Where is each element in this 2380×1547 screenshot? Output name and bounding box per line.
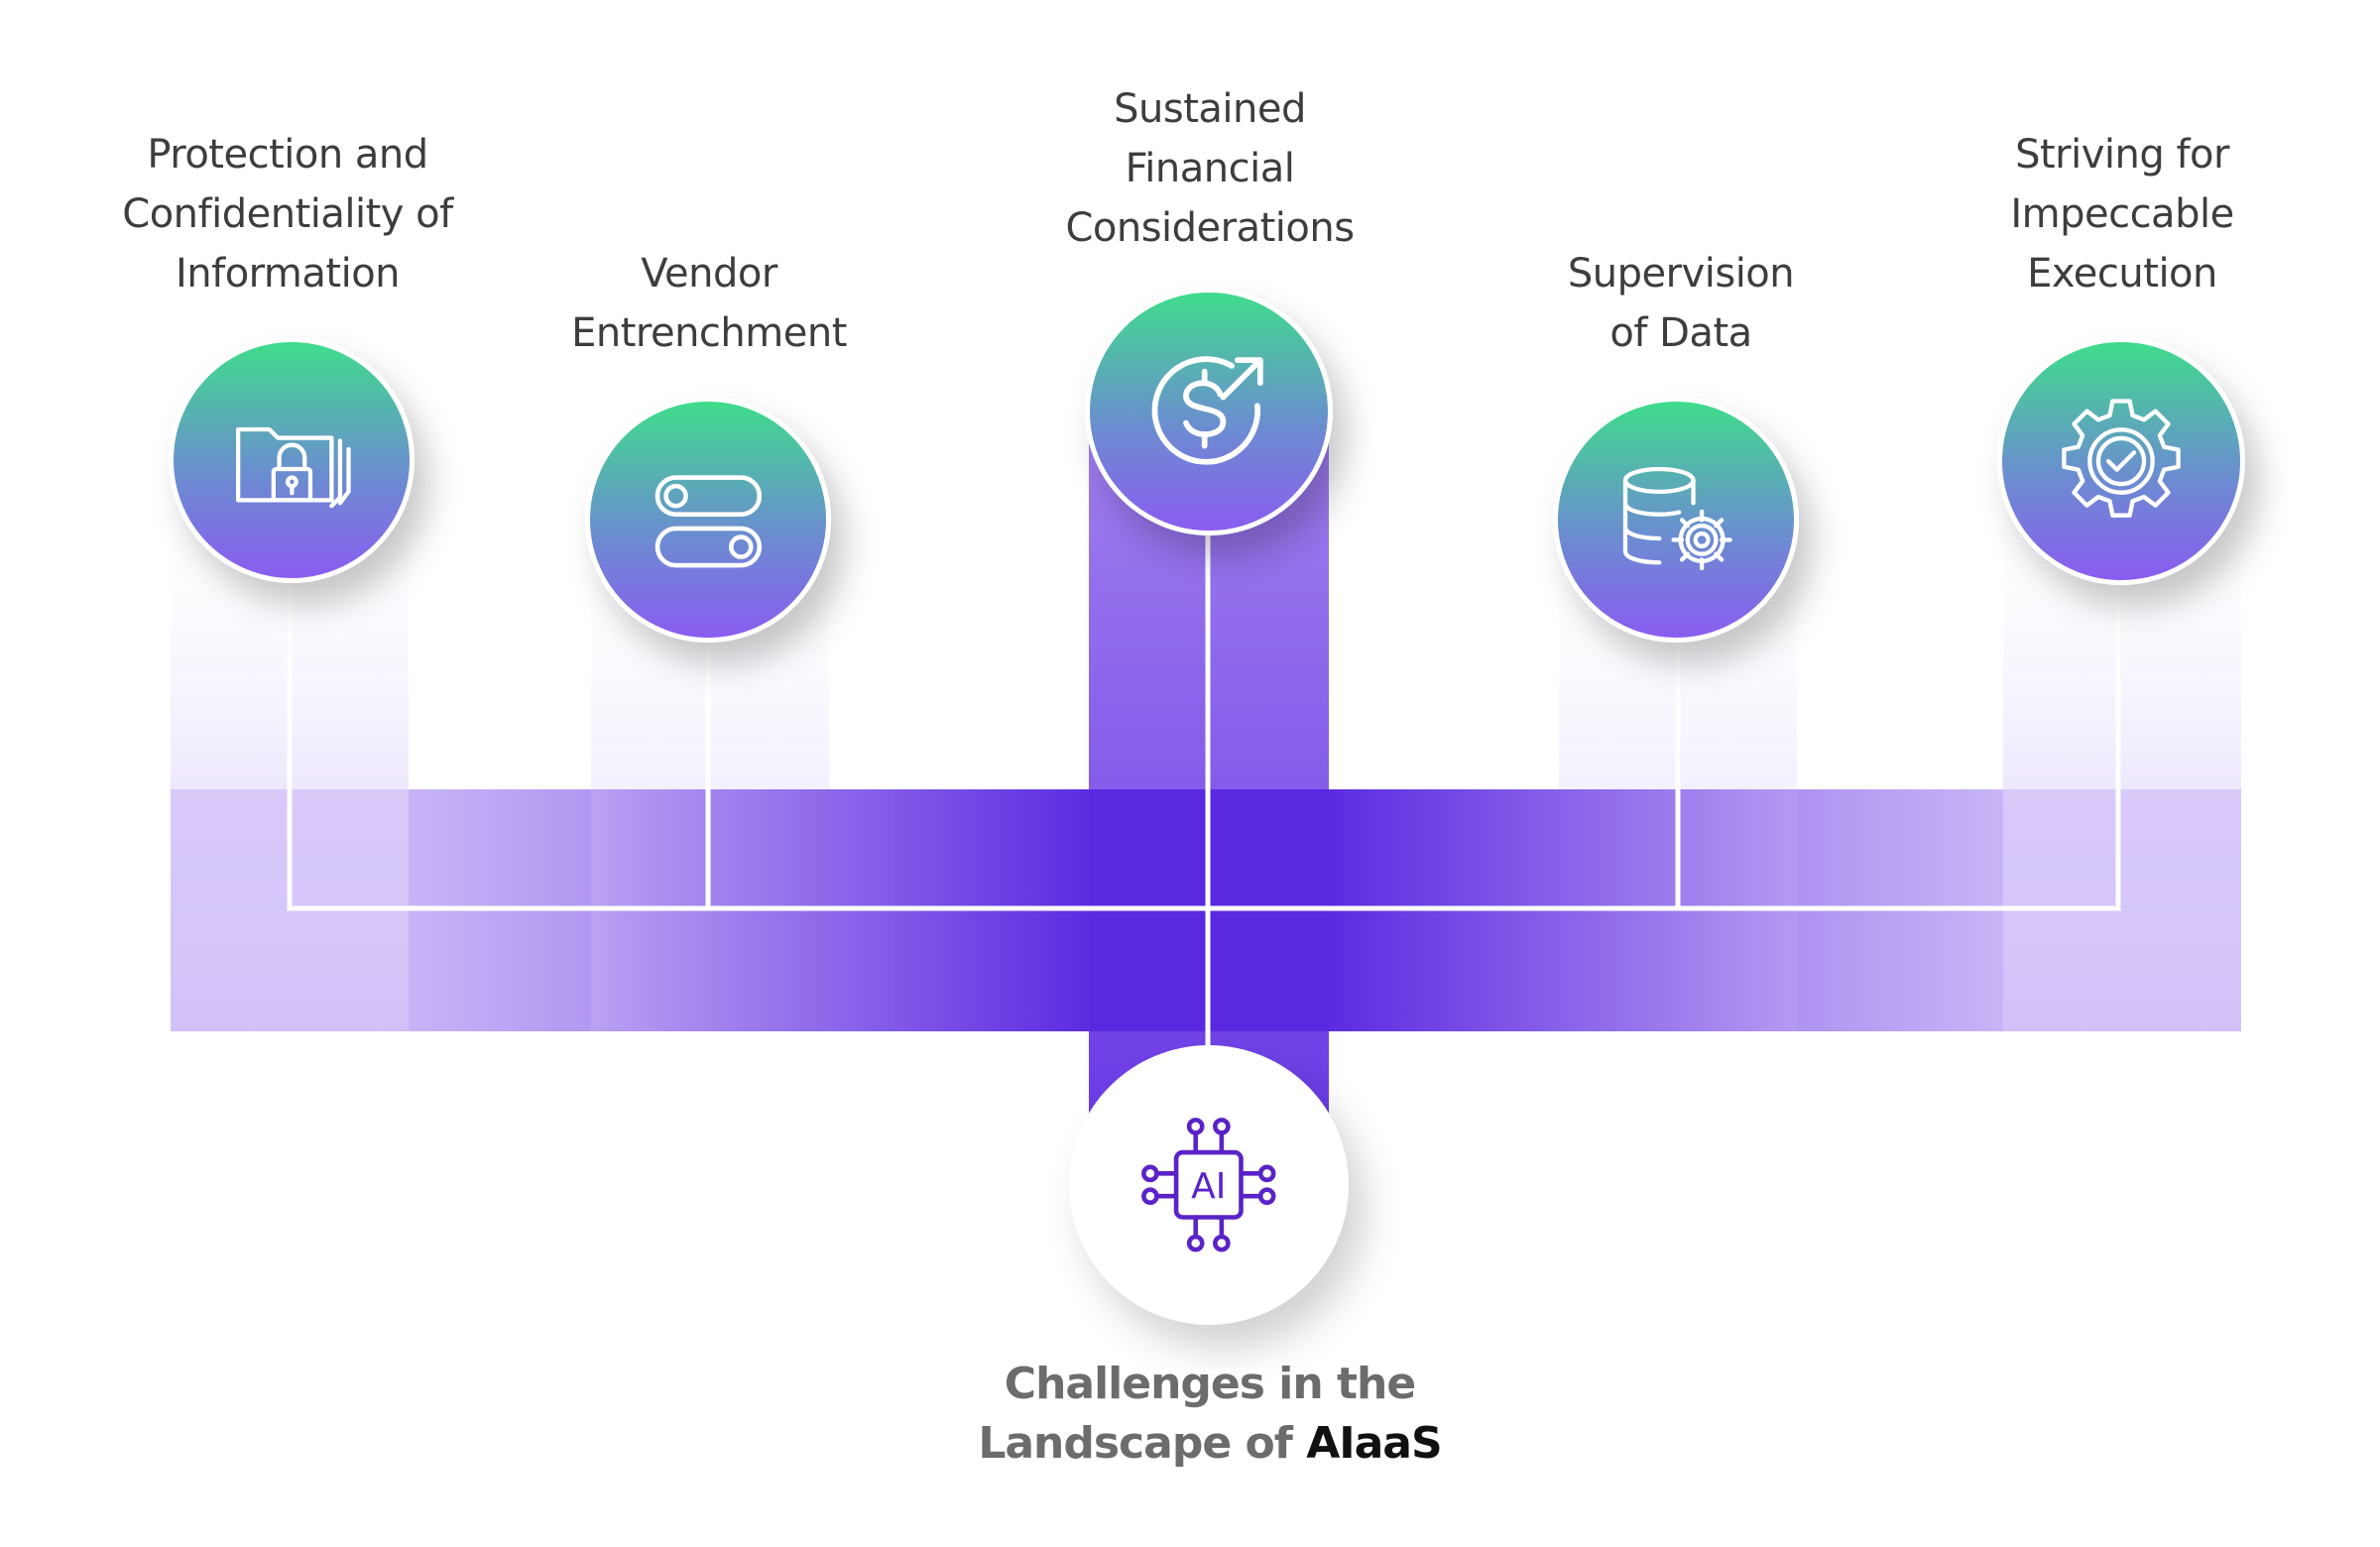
center-title-line1: Challenges in the [1004, 1359, 1416, 1409]
label-line: of Data [1609, 310, 1752, 356]
gear-check-icon [2062, 399, 2181, 518]
label-line: Protection and [147, 132, 428, 178]
center-title-line2: Landscape of AIaaS [912, 1414, 1507, 1474]
label-line: Striving for [2015, 132, 2229, 178]
ai-chip-text: AI [1191, 1166, 1226, 1207]
label-line: Confidentiality of [122, 191, 453, 237]
label-protection: Protection and Confidentiality of Inform… [89, 125, 486, 303]
label-line: Sustained [1114, 86, 1306, 132]
center-title-highlight: AIaaS [1306, 1418, 1442, 1469]
node-financial [1085, 288, 1333, 536]
label-line: Information [175, 251, 401, 297]
node-vendor [585, 397, 831, 643]
center-title: Challenges in the Landscape of AIaaS [912, 1355, 1507, 1474]
center-node: AI [1069, 1045, 1349, 1325]
label-data: Supervision of Data [1497, 244, 1864, 363]
toggle-switches-icon [654, 474, 762, 567]
center-title-prefix: Landscape of [978, 1418, 1293, 1469]
label-line: Entrenchment [571, 310, 847, 356]
locked-folder-icon [235, 426, 351, 508]
label-line: Execution [2027, 251, 2217, 297]
connector-lines [287, 496, 2121, 1051]
label-vendor: Vendor Entrenchment [526, 244, 892, 363]
label-line: Supervision [1567, 251, 1795, 297]
node-data [1553, 397, 1799, 643]
dollar-growth-icon [1151, 356, 1263, 465]
label-execution: Striving for Impeccable Execution [1944, 125, 2301, 303]
database-gear-icon [1622, 466, 1732, 570]
node-execution [1997, 337, 2245, 585]
ai-chip-icon: AI [1141, 1118, 1276, 1252]
label-line: Financial [1125, 146, 1295, 191]
label-line: Vendor [641, 251, 777, 297]
label-line: Impeccable [2010, 191, 2234, 237]
node-protection [169, 337, 415, 583]
label-line: Considerations [1065, 205, 1355, 251]
label-financial: Sustained Financial Considerations [1012, 79, 1408, 258]
